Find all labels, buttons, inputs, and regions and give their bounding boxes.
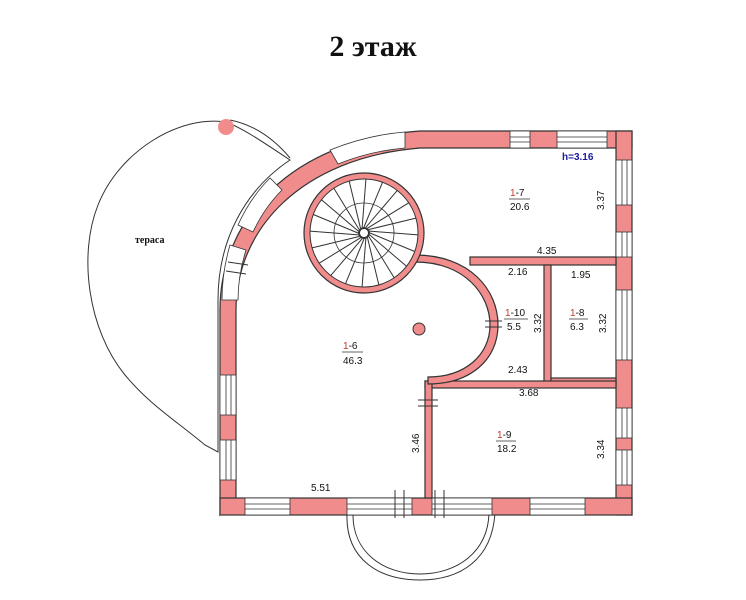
terrace-edge xyxy=(229,119,291,159)
room-label-1-8: 1-8 6.3 xyxy=(569,308,588,333)
dimension-labels: 3.37 4.35 2.16 1.95 3.32 3.32 2.43 3.68 … xyxy=(311,190,609,494)
svg-text:2.16: 2.16 xyxy=(508,267,528,278)
page-title: 2 этаж xyxy=(329,30,417,63)
svg-text:1.95: 1.95 xyxy=(571,270,591,281)
terrace-column xyxy=(218,119,234,135)
balcony-outline xyxy=(346,512,496,581)
svg-text:5.5: 5.5 xyxy=(507,322,521,333)
svg-text:3.37: 3.37 xyxy=(596,190,607,210)
spiral-staircase xyxy=(303,172,425,294)
svg-text:5.51: 5.51 xyxy=(311,483,331,494)
svg-text:20.6: 20.6 xyxy=(510,202,530,213)
door-marks xyxy=(225,261,502,518)
room-1-6-column xyxy=(412,322,426,336)
svg-text:1-7: 1-7 xyxy=(510,188,525,199)
left-windows xyxy=(219,374,237,481)
room-1-10-curved-wall xyxy=(414,254,499,385)
svg-text:3.32: 3.32 xyxy=(533,313,544,333)
svg-text:3.34: 3.34 xyxy=(596,439,607,459)
svg-text:3.68: 3.68 xyxy=(519,388,539,399)
terrace-outline xyxy=(87,120,291,453)
room-label-1-7: 1-7 20.6 xyxy=(509,188,530,213)
svg-text:1-9: 1-9 xyxy=(497,430,512,441)
svg-text:1-10: 1-10 xyxy=(505,308,525,319)
svg-text:3.46: 3.46 xyxy=(411,433,422,453)
svg-text:1-8: 1-8 xyxy=(570,308,585,319)
top-windows xyxy=(509,130,608,149)
bottom-windows xyxy=(244,497,586,516)
right-windows xyxy=(615,159,633,486)
svg-text:2.43: 2.43 xyxy=(508,365,528,376)
svg-text:46.3: 46.3 xyxy=(343,356,363,367)
room-label-1-6: 1-6 46.3 xyxy=(342,341,363,367)
balcony-inner xyxy=(352,512,490,575)
room-label-1-9: 1-9 18.2 xyxy=(496,430,517,455)
room-label-1-10: 1-10 5.5 xyxy=(504,308,528,333)
svg-text:3.32: 3.32 xyxy=(598,313,609,333)
svg-text:18.2: 18.2 xyxy=(497,444,517,455)
svg-text:1-6: 1-6 xyxy=(343,341,358,352)
svg-text:4.35: 4.35 xyxy=(537,246,557,257)
terrace-label: тераса xyxy=(135,235,164,246)
stair-inner-ring xyxy=(333,202,395,264)
svg-text:6.3: 6.3 xyxy=(570,322,584,333)
height-label: h=3.16 xyxy=(562,152,594,163)
